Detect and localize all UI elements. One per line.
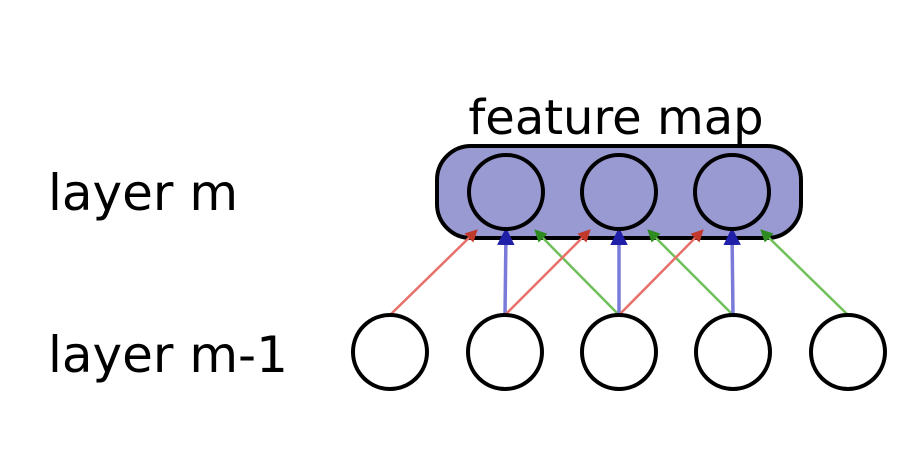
- link-left-3: [504, 229, 591, 316]
- link-right-8: [760, 229, 849, 316]
- layer-m-node-3: [693, 153, 771, 231]
- connection-links: [389, 227, 849, 316]
- link-right-2: [534, 229, 620, 316]
- link-right-5: [647, 229, 734, 316]
- layer-m-minus-1-nodes: [351, 313, 887, 391]
- layer-m-label: layer m: [48, 164, 238, 222]
- layer-m-minus-1-node-3: [580, 313, 658, 391]
- link-center-1: [497, 227, 515, 316]
- layer-m-node-1: [467, 153, 545, 231]
- link-center-7: [723, 227, 741, 316]
- layer-m-minus-1-node-2: [466, 313, 544, 391]
- layer-m-minus-1-node-4: [694, 313, 772, 391]
- layer-m-nodes: [467, 153, 771, 231]
- layer-m-minus-1-node-1: [351, 313, 429, 391]
- layer-m-minus-1-label: layer m-1: [48, 326, 288, 384]
- link-left-6: [618, 229, 704, 316]
- link-left-0: [389, 229, 478, 316]
- layer-m-minus-1-node-5: [809, 313, 887, 391]
- layer-m-node-2: [580, 153, 658, 231]
- feature-map-title: feature map: [468, 90, 763, 146]
